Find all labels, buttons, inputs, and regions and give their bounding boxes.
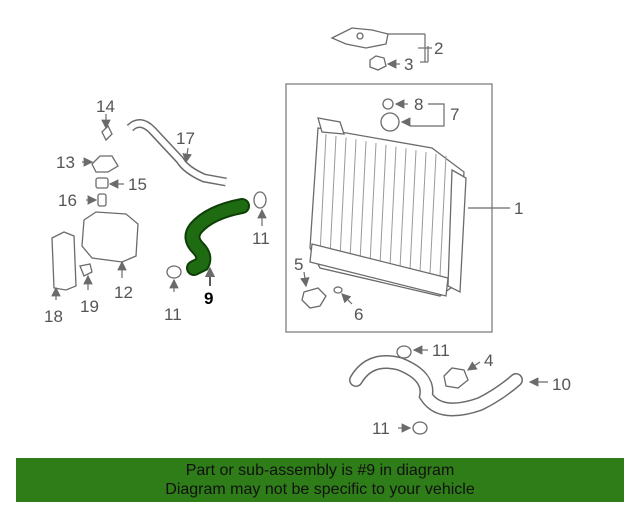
fitment-banner: Part or sub-assembly is #9 in diagram Di… <box>16 458 624 502</box>
callout-9: 9 <box>204 289 213 308</box>
lower-radiator-hose <box>349 355 523 417</box>
reservoir-cap <box>91 155 119 173</box>
callout-8: 8 <box>414 95 423 114</box>
callout-10: 10 <box>552 375 571 394</box>
reservoir-clip <box>101 124 113 142</box>
hose-clamp-lower-top <box>396 345 412 359</box>
radiator-fin <box>349 139 357 260</box>
callout-14: 14 <box>96 97 115 116</box>
callout-11-b: 11 <box>164 305 182 324</box>
callout-5: 5 <box>294 255 303 274</box>
radiator-fin <box>419 151 427 273</box>
radiator-fin <box>379 144 387 265</box>
drain-cock <box>301 287 327 309</box>
upper-radiator-hose <box>184 198 250 276</box>
radiator-fin <box>359 141 367 262</box>
callout-18: 18 <box>44 307 63 326</box>
hose-clamp-upper <box>253 191 267 209</box>
radiator-fin <box>339 137 347 258</box>
radiator-fin <box>399 148 407 269</box>
bracket-nut <box>369 46 429 71</box>
reservoir-seal <box>95 177 109 189</box>
radiator-fin <box>329 135 337 256</box>
hose-clamp-lower-bottom <box>412 421 428 435</box>
callout-1: 1 <box>514 199 523 218</box>
coolant-reservoir <box>81 211 139 263</box>
reservoir-fitting <box>97 193 107 207</box>
callout-3: 3 <box>404 55 413 74</box>
callout-11-a: 11 <box>252 229 270 248</box>
radiator-fin <box>369 142 377 264</box>
parts-diagram: 2 3 8 7 1 5 6 17 14 13 <box>44 27 571 438</box>
radiator-fin <box>439 155 447 276</box>
callout-11-c: 11 <box>432 341 450 360</box>
banner-line-2: Diagram may not be specific to your vehi… <box>165 481 475 498</box>
callout-2: 2 <box>434 39 443 58</box>
radiator-fin <box>409 150 417 271</box>
callout-13: 13 <box>56 153 75 172</box>
callout-12: 12 <box>114 283 133 302</box>
callout-11-d: 11 <box>372 419 390 438</box>
callout-4: 4 <box>484 351 493 370</box>
radiator-bracket <box>330 27 426 62</box>
banner-line-1: Part or sub-assembly is #9 in diagram <box>185 462 455 479</box>
radiator-fin <box>429 153 437 274</box>
callout-19: 19 <box>80 297 99 316</box>
reservoir-hose <box>126 119 227 187</box>
radiator-fin <box>389 146 397 267</box>
callout-7: 7 <box>450 105 459 124</box>
radiator-mount-cushion <box>443 367 469 389</box>
hose-clamp-lower <box>166 265 182 279</box>
reservoir-grommet <box>79 263 93 277</box>
reservoir-bracket <box>51 231 77 291</box>
callout-15: 15 <box>128 175 147 194</box>
callout-17: 17 <box>176 129 195 148</box>
radiator-fin <box>319 133 327 255</box>
drain-o-ring <box>333 286 343 294</box>
callout-16: 16 <box>58 191 77 210</box>
radiator <box>309 98 467 297</box>
callout-6: 6 <box>354 305 363 324</box>
